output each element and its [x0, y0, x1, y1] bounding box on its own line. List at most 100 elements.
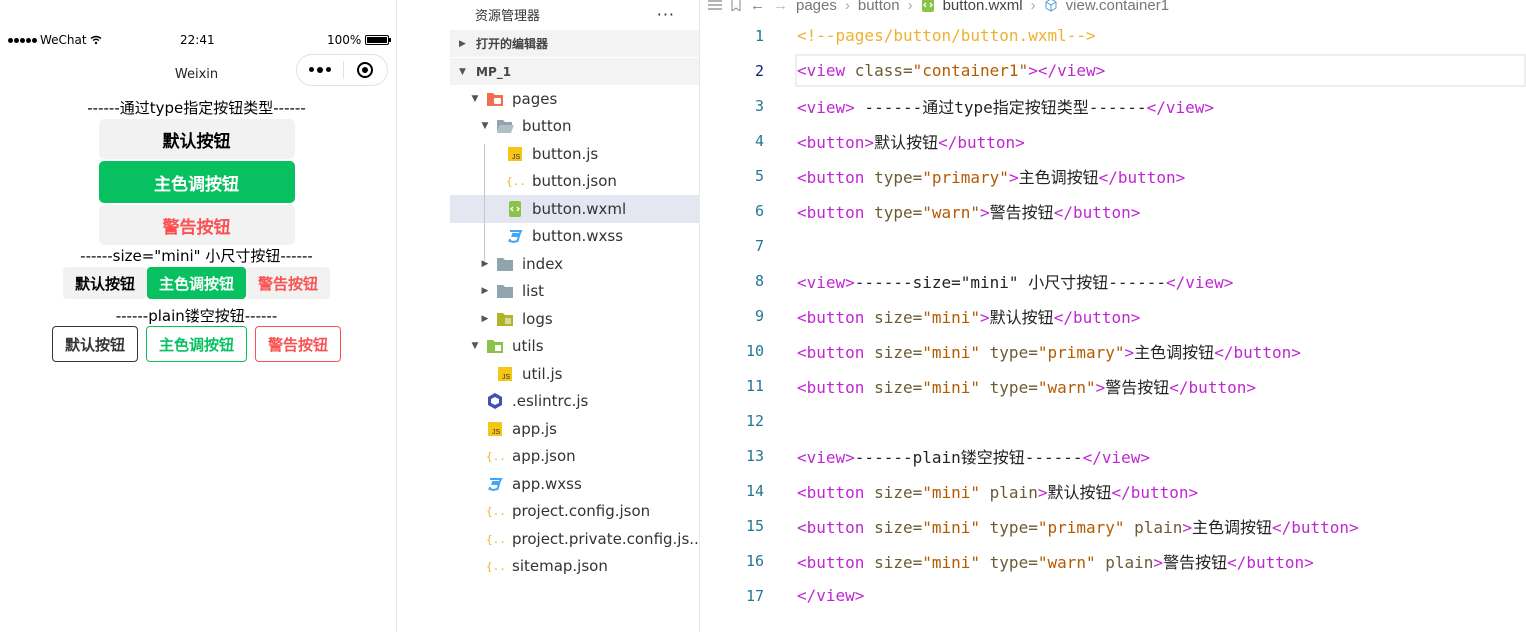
- breadcrumb-file[interactable]: button.wxml: [942, 0, 1023, 14]
- json-file-icon: {..}: [486, 530, 504, 548]
- svg-text:{..}: {..}: [486, 560, 504, 573]
- line-number: 7: [754, 236, 764, 255]
- chevron-right-icon[interactable]: ▶: [481, 286, 489, 297]
- code-line[interactable]: 17</view>: [700, 578, 1526, 613]
- tree-item[interactable]: .eslintrc.js: [450, 388, 699, 416]
- code-token: <button: [797, 307, 875, 327]
- code-editor[interactable]: ← → pages › button › button.wxml › view.…: [700, 0, 1526, 632]
- code-token: <button: [797, 377, 875, 397]
- code-token: <button: [797, 342, 875, 362]
- code-lines[interactable]: 1<!--pages/button/button.wxml-->2<view c…: [700, 18, 1526, 613]
- code-token: </button>: [1214, 342, 1301, 362]
- plain-primary-button[interactable]: 主色调按钮: [145, 326, 247, 362]
- tree-item[interactable]: {..}project.private.config.js...: [450, 525, 704, 553]
- code-token: type=: [980, 552, 1038, 572]
- code-line[interactable]: 3<view> ------通过type指定按钮类型------</view>: [700, 88, 1526, 123]
- chevron-down-icon[interactable]: ▼: [471, 341, 479, 352]
- code-line[interactable]: 5<button type="primary">主色调按钮</button>: [700, 158, 1526, 193]
- back-arrow-icon[interactable]: ←: [750, 0, 765, 14]
- code-line[interactable]: 4<button>默认按钮</button>: [700, 123, 1526, 158]
- line-number: 3: [754, 96, 764, 115]
- bookmark-icon[interactable]: [730, 0, 742, 11]
- tree-item[interactable]: button.wxss: [450, 223, 699, 251]
- forward-arrow-icon[interactable]: →: [773, 0, 788, 14]
- code-line[interactable]: 14<button size="mini" plain>默认按钮</button…: [700, 473, 1526, 508]
- folder-utils-icon: [486, 337, 504, 355]
- code-token: "mini": [922, 342, 981, 362]
- breadcrumb-symbol[interactable]: view.container1: [1065, 0, 1170, 14]
- chevron-right-icon[interactable]: ▶: [481, 258, 489, 269]
- mini-default-button[interactable]: 默认按钮: [62, 267, 147, 299]
- project-section[interactable]: ▼ MP_1: [450, 57, 699, 85]
- tree-item[interactable]: ▼utils: [450, 333, 699, 361]
- folder-icon: [496, 255, 514, 273]
- tree-item-label: .eslintrc.js: [512, 392, 589, 411]
- open-editors-section[interactable]: ▶ 打开的编辑器: [450, 29, 699, 57]
- primary-button[interactable]: 主色调按钮: [98, 161, 295, 203]
- code-token: >: [1008, 167, 1019, 187]
- tree-item-label: button.json: [532, 172, 617, 191]
- code-token: plain: [980, 482, 1038, 502]
- code-token: ------size="mini" 小尺寸按钮------: [854, 272, 1166, 292]
- plain-warn-button[interactable]: 警告按钮: [255, 326, 342, 362]
- tree-item[interactable]: button.wxml: [450, 195, 699, 223]
- simulator-gutter: [397, 0, 450, 632]
- line-text: <button size="mini" plain>默认按钮</button>: [797, 479, 1198, 503]
- section-title-plain: ------plain镂空按钮------: [115, 307, 278, 325]
- code-token: </button>: [1053, 202, 1141, 222]
- code-token: 警告按钮: [989, 202, 1054, 222]
- code-line[interactable]: 6<button type="warn">警告按钮</button>: [700, 193, 1526, 228]
- tree-item[interactable]: ▼pages: [450, 85, 699, 113]
- tree-item[interactable]: {..}app.json: [450, 443, 699, 471]
- code-line[interactable]: 10<button size="mini" type="primary">主色调…: [700, 333, 1526, 368]
- breadcrumb-button[interactable]: button: [857, 0, 900, 14]
- code-token: </view>: [1082, 447, 1150, 467]
- folder-pages-icon: [486, 90, 504, 108]
- tree-item[interactable]: ▶index: [450, 250, 699, 278]
- plain-default-button[interactable]: 默认按钮: [51, 326, 138, 362]
- code-line[interactable]: 16<button size="mini" type="warn" plain>…: [700, 543, 1526, 578]
- tree-item[interactable]: {..}project.config.json: [450, 498, 699, 526]
- code-line[interactable]: 11<button size="mini" type="warn">警告按钮</…: [700, 368, 1526, 403]
- code-token: </button>: [1227, 552, 1314, 572]
- breadcrumb-pages[interactable]: pages: [796, 0, 837, 14]
- phone-simulator: WeChat 22:41 100% Weixin -----: [0, 0, 397, 632]
- more-dots-icon[interactable]: [297, 67, 343, 73]
- line-text: <button>默认按钮</button>: [797, 129, 1025, 153]
- code-line[interactable]: 8<view>------size="mini" 小尺寸按钮------</vi…: [700, 263, 1526, 298]
- mini-warn-button[interactable]: 警告按钮: [246, 267, 331, 299]
- code-line[interactable]: 2<view class="container1"></view>: [700, 53, 1526, 88]
- tree-item[interactable]: ▶logs: [450, 305, 699, 333]
- tree-item[interactable]: app.wxss: [450, 470, 699, 498]
- breadcrumb-separator-icon: ›: [907, 0, 913, 14]
- close-miniprogram-icon[interactable]: [343, 62, 387, 78]
- tree-item-label: util.js: [522, 364, 563, 383]
- code-line[interactable]: 15<button size="mini" type="primary" pla…: [700, 508, 1526, 543]
- code-line[interactable]: 7: [700, 228, 1526, 263]
- tree-item[interactable]: {..}button.json: [450, 168, 699, 196]
- code-line[interactable]: 9<button size="mini">默认按钮</button>: [700, 298, 1526, 333]
- default-button[interactable]: 默认按钮: [98, 119, 295, 159]
- warn-button[interactable]: 警告按钮: [98, 205, 295, 245]
- battery-percent: 100%: [327, 33, 362, 47]
- explorer-more-icon[interactable]: ···: [656, 5, 675, 24]
- code-line[interactable]: 13<view>------plain镂空按钮------</view>: [700, 438, 1526, 473]
- tree-item[interactable]: {..}sitemap.json: [450, 553, 699, 581]
- chevron-right-icon[interactable]: ▶: [481, 313, 489, 324]
- chevron-down-icon[interactable]: ▼: [481, 121, 489, 132]
- tree-item[interactable]: ▶list: [450, 278, 699, 306]
- mini-primary-button[interactable]: 主色调按钮: [146, 267, 246, 299]
- chevron-down-icon[interactable]: ▼: [471, 93, 479, 104]
- code-token: 警告按钮: [1163, 552, 1228, 572]
- code-line[interactable]: 12: [700, 403, 1526, 438]
- line-number: 6: [754, 201, 764, 220]
- code-token: 默认按钮: [989, 307, 1054, 327]
- battery-icon: [365, 35, 392, 45]
- tree-item-label: app.wxss: [512, 474, 582, 493]
- code-line[interactable]: 1<!--pages/button/button.wxml-->: [700, 18, 1526, 53]
- tree-item[interactable]: ▼button: [450, 113, 699, 141]
- code-token: </button>: [1271, 517, 1359, 537]
